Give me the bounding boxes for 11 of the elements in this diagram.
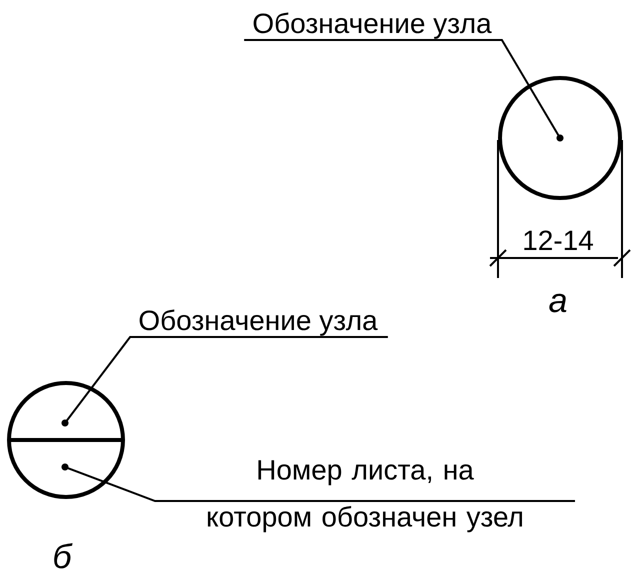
leader-line xyxy=(62,464,575,502)
figure-letter: б xyxy=(54,543,73,568)
dimension-text: 12-14 xyxy=(524,230,593,250)
node-circle xyxy=(498,76,622,200)
leader-line xyxy=(244,39,564,142)
leader-text: Обозначение узла xyxy=(140,309,378,336)
leader-text: Номер листа, на котором обозначен узел xyxy=(208,460,522,532)
leader-text: Обозначение узла xyxy=(254,12,492,39)
split-circle xyxy=(7,381,125,499)
figure-letter: а xyxy=(549,294,566,312)
leader-line xyxy=(62,336,388,426)
